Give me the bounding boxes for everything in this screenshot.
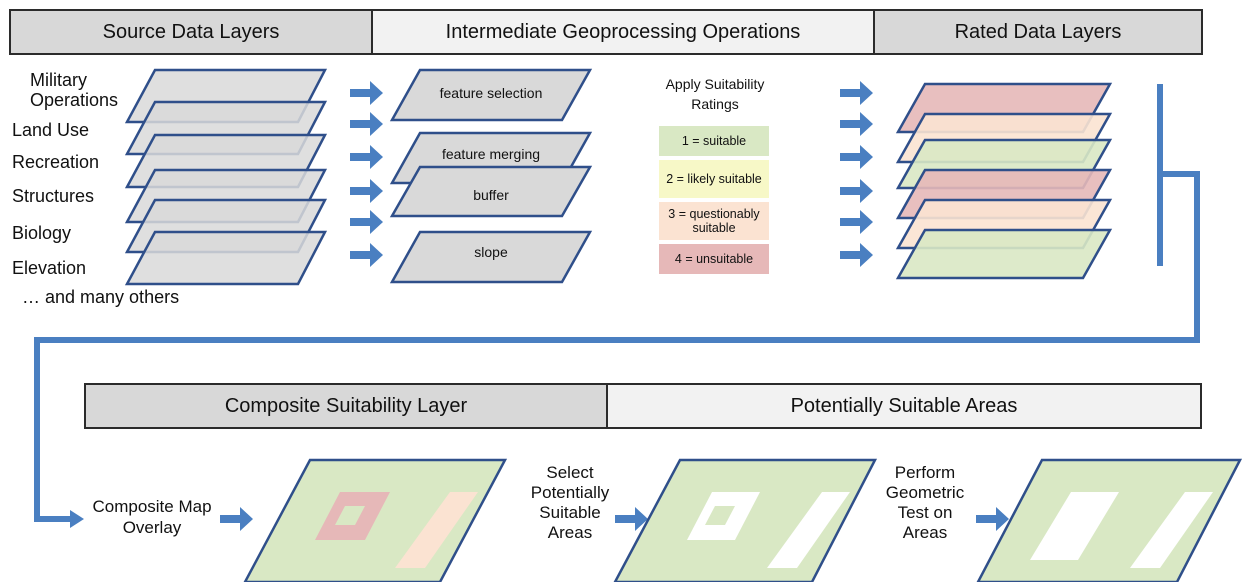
- step-geometric-test: Perform Geometric Test on Areas: [885, 463, 965, 542]
- source-label-biology: Biology: [12, 223, 72, 243]
- composite-map-base: [243, 458, 508, 582]
- rating-likely-suitable: 2 = likely suitable: [659, 160, 769, 198]
- operation-layers: [389, 68, 593, 284]
- header-composite-label: Composite Suitability Layer: [224, 394, 468, 417]
- source-layer-stack: [124, 68, 328, 286]
- arrow-icon: [840, 210, 873, 234]
- arrow-icon: [615, 507, 648, 531]
- rated-layer-stack: [895, 82, 1113, 280]
- arrow-icon: [350, 112, 383, 136]
- step-select-suitable-areas: Select Potentially Suitable Areas: [530, 463, 610, 542]
- source-layer-6: [124, 230, 328, 286]
- potential-white-area-2: [767, 492, 850, 568]
- header-source-data-layers: Source Data Layers: [9, 9, 373, 55]
- arrow-icon: [350, 210, 383, 234]
- arrow-icon: [350, 81, 383, 105]
- op-label-slope: slope: [474, 244, 508, 260]
- arrows-ratings-to-rated: [840, 81, 873, 267]
- op-label-selection: feature selection: [439, 85, 543, 101]
- source-label-land-use: Land Use: [12, 120, 90, 140]
- arrow-icon: [840, 145, 873, 169]
- source-label-recreation: Recreation: [12, 152, 100, 172]
- rating-suitable: 1 = suitable: [659, 126, 769, 156]
- header-composite-suitability-layer: Composite Suitability Layer: [84, 383, 608, 429]
- header-potential-label: Potentially Suitable Areas: [790, 394, 1018, 417]
- final-white-area-1: [1030, 492, 1119, 560]
- arrows-bottom: [220, 507, 1009, 531]
- op-layer-slope: [389, 230, 593, 284]
- ratings-title: Apply Suitability Ratings: [665, 76, 765, 112]
- arrow-icon: [840, 112, 873, 136]
- header-rated-data-layers: Rated Data Layers: [873, 9, 1203, 55]
- composite-questionable-area: [395, 492, 478, 568]
- arrow-icon: [350, 145, 383, 169]
- potential-map-base: [613, 458, 878, 582]
- source-label-more: … and many others: [22, 287, 180, 307]
- op-layer-buffer: [389, 165, 593, 218]
- step-composite-map-overlay: Composite Map Overlay: [92, 497, 212, 537]
- connector-line: [34, 84, 1200, 522]
- potential-inner-area: [705, 506, 735, 525]
- header-rated-label: Rated Data Layers: [954, 20, 1122, 43]
- source-label-military: Military Operations: [30, 70, 119, 110]
- rated-layer-6: [895, 228, 1113, 280]
- header-potentially-suitable-areas: Potentially Suitable Areas: [606, 383, 1202, 429]
- arrows-source-to-ops: [350, 81, 383, 267]
- final-map: [976, 458, 1242, 582]
- source-label-structures: Structures: [12, 186, 95, 206]
- arrow-icon: [840, 179, 873, 203]
- arrow-icon: [840, 81, 873, 105]
- rating-unsuitable: 4 = unsuitable: [659, 244, 769, 274]
- op-label-merging: feature merging: [441, 146, 541, 162]
- header-intermediate-label: Intermediate Geoprocessing Operations: [445, 20, 801, 43]
- potential-map: [613, 458, 878, 582]
- header-intermediate-operations: Intermediate Geoprocessing Operations: [371, 9, 875, 55]
- composite-map: [243, 458, 508, 582]
- connector-arrowhead-icon: [70, 510, 84, 528]
- arrow-icon: [976, 507, 1009, 531]
- arrow-icon: [350, 179, 383, 203]
- arrow-icon: [220, 507, 253, 531]
- arrow-icon: [350, 243, 383, 267]
- rating-questionably-suitable: 3 = questionably suitable: [659, 202, 769, 240]
- composite-inner-suitable: [335, 506, 365, 525]
- op-label-buffer: buffer: [473, 187, 509, 203]
- op-layer-selection: [389, 68, 593, 122]
- arrow-icon: [840, 243, 873, 267]
- source-label-elevation: Elevation: [12, 258, 87, 278]
- final-map-base: [976, 458, 1242, 582]
- final-white-area-2: [1130, 492, 1213, 568]
- header-source-label: Source Data Layers: [102, 20, 280, 43]
